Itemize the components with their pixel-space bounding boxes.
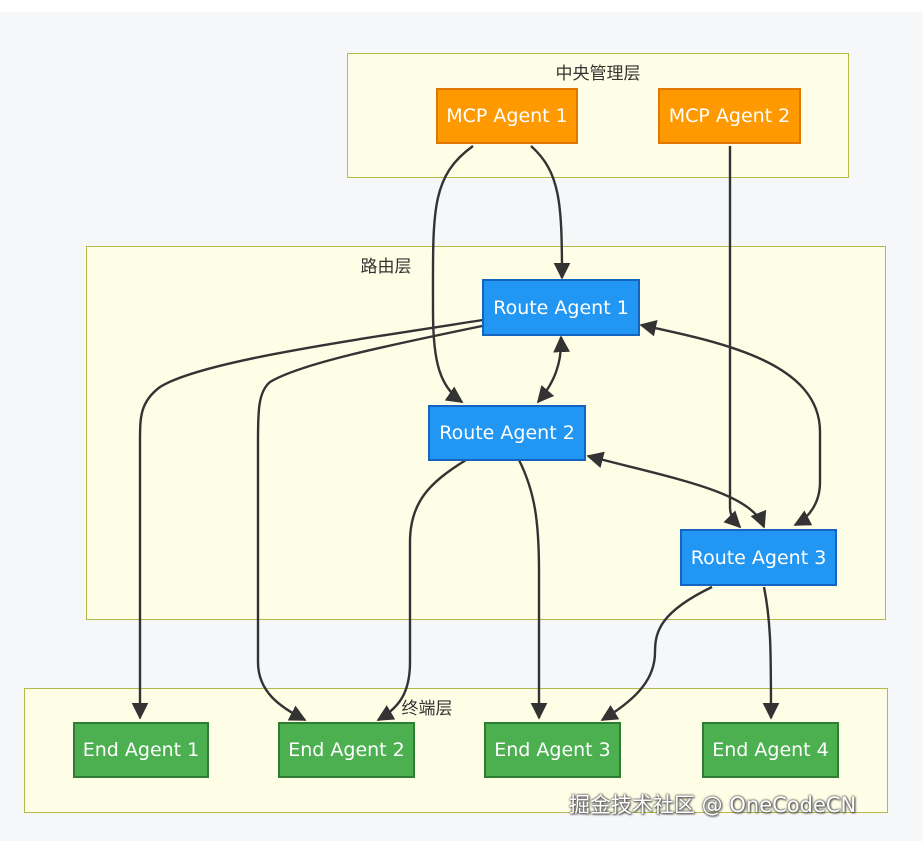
layer-routing-title: 路由层 [360,257,412,277]
node-end-agent-4[interactable]: End Agent 4 [702,722,839,778]
node-mcp-agent-2[interactable]: MCP Agent 2 [658,88,801,144]
node-mcp-agent-1[interactable]: MCP Agent 1 [436,88,578,144]
node-end-agent-3[interactable]: End Agent 3 [484,722,621,778]
edge-mcp1-route1 [530,145,571,280]
edge-route1-end2 [256,323,488,722]
edge-route2-end3 [517,459,548,720]
edge-route1-route2 [536,335,570,404]
edge-route1-end1 [131,318,484,720]
edge-route1-route3 [639,319,822,527]
edge-mcp1-route2 [431,145,474,403]
node-route-agent-3[interactable]: Route Agent 3 [680,529,837,586]
layer-terminal-title: 终端层 [401,699,453,719]
node-end-agent-2[interactable]: End Agent 2 [278,722,415,778]
edge-route2-route3 [586,451,767,529]
node-end-agent-1[interactable]: End Agent 1 [73,722,209,778]
edge-route3-end3 [600,585,713,722]
edge-route3-end4 [762,586,780,720]
watermark: 掘金技术社区 @ OneCodeCN [569,793,857,817]
diagram-canvas: 中央管理层 路由层 终端层 MCP Agent 1 MCP Agent [0,12,923,841]
edge-layer [131,145,822,722]
node-route-agent-2[interactable]: Route Agent 2 [428,405,586,461]
edge-route2-end2 [376,458,467,722]
node-route-agent-1[interactable]: Route Agent 1 [482,279,640,336]
layer-management-title: 中央管理层 [555,64,641,84]
edge-mcp2-route3 [723,146,742,529]
